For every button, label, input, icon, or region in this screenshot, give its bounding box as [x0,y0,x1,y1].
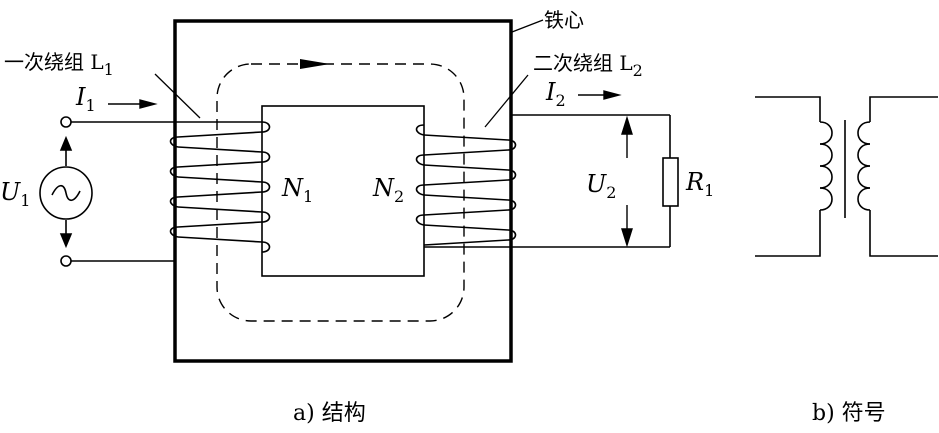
turns-n2-label: N2 [372,174,404,206]
terminal-top [60,116,72,128]
caption-structure: a) 结构 [293,401,366,426]
ac-voltage-source [39,116,93,267]
turns-n1-label: N1 [281,174,313,206]
terminal-bottom [60,255,72,267]
voltage-u1-label: U1 [0,178,30,210]
transformer-core [173,19,513,363]
flux-arrow-icon [300,59,330,69]
secondary-voltage-arrow [621,115,633,248]
current-i1-arrow [108,99,158,109]
caption-symbol: b) 符号 [812,401,886,426]
primary-winding [70,121,271,262]
current-i2-label: I2 [545,78,566,110]
core-leader [511,19,544,33]
primary-winding-leader [154,73,201,119]
secondary-winding-leader [484,74,529,128]
transformer-symbol [755,96,938,257]
sine-wave-icon [51,184,81,202]
magnetic-flux-path [216,59,465,322]
current-i1-label: I1 [75,83,96,115]
load-resistor [662,115,679,247]
ac-source-circle [39,166,93,220]
resistor-r1-label: R1 [685,168,714,200]
secondary-winding [415,114,670,248]
core-label: 铁心 [544,8,584,32]
secondary-winding-label: 二次绕组 L2 [533,51,643,80]
leader-lines [154,19,544,128]
primary-winding-label: 一次绕组 L1 [4,50,114,79]
current-i2-arrow [578,90,622,100]
voltage-u2-label: U2 [586,170,616,202]
